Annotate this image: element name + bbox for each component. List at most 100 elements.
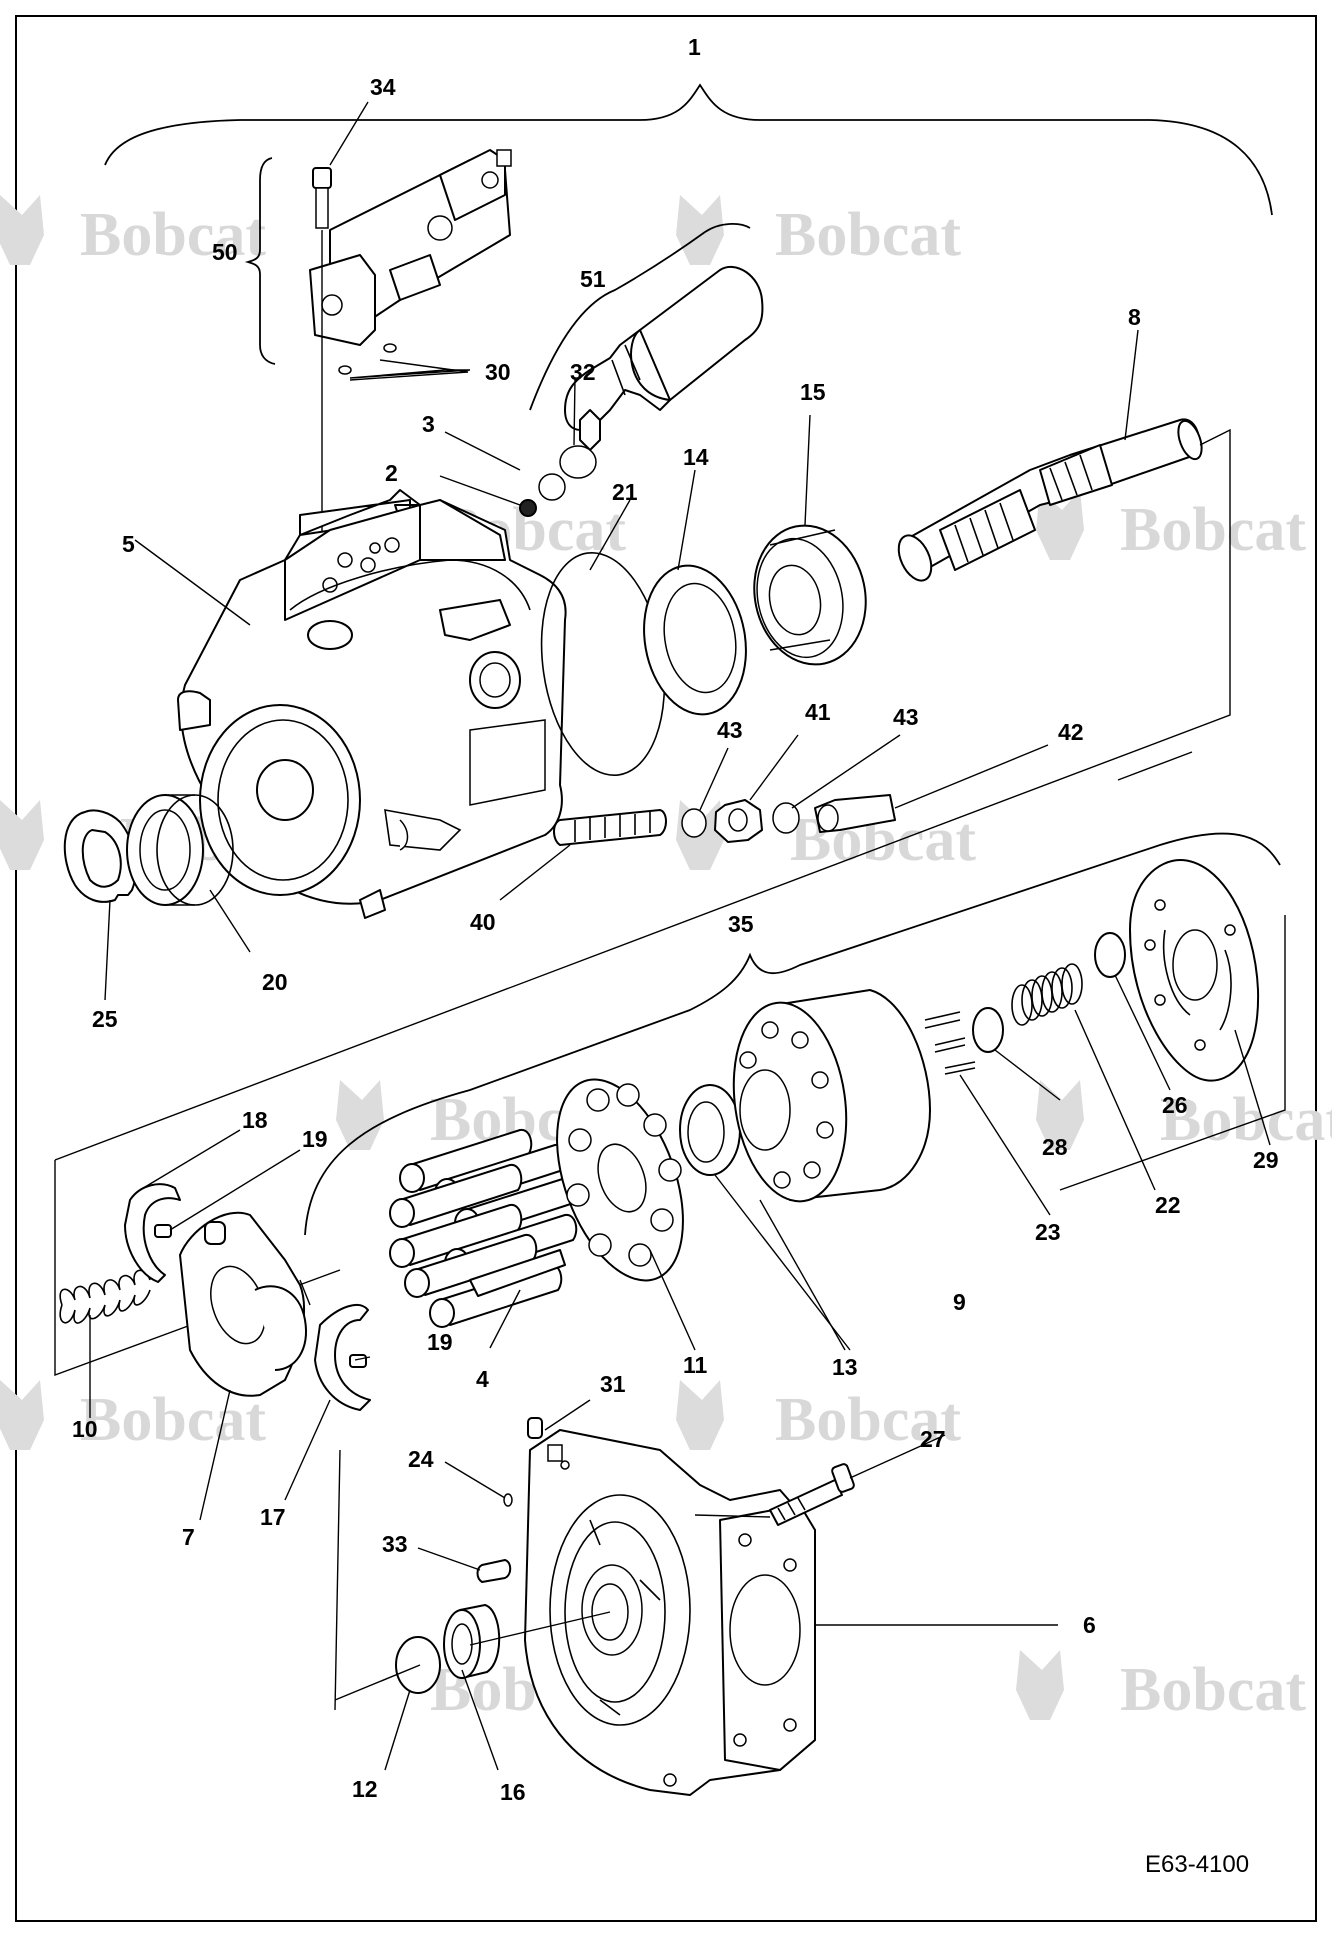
retainer-plate-11 (556, 1078, 684, 1282)
callout-12: 12 (352, 1776, 378, 1802)
watermark-text: Bobcat (775, 1386, 961, 1454)
brace-group-35 (304, 832, 1281, 1236)
callout-25: 25 (92, 1006, 118, 1032)
pin-31 (527, 1417, 543, 1439)
callout-10: 10 (72, 1416, 98, 1442)
fitting-42 (814, 794, 896, 833)
callout-9: 9 (953, 1289, 966, 1315)
callout-43a: 43 (717, 717, 743, 743)
bracket-group-51 (529, 223, 751, 411)
o-ring-43b (772, 802, 800, 834)
o-rings-30 (338, 343, 397, 375)
callout-1: 1 (688, 34, 701, 60)
page-border (15, 15, 1317, 1922)
callout-40: 40 (470, 909, 496, 935)
callout-51: 51 (580, 266, 606, 292)
callout-27: 27 (920, 1426, 946, 1452)
brace-group-1 (104, 83, 1273, 216)
callout-31: 31 (600, 1371, 626, 1397)
callout-14: 14 (683, 444, 709, 470)
callout-24: 24 (408, 1446, 434, 1472)
watermark-8: Bobcat (1036, 1080, 1332, 1154)
spring-22 (1011, 963, 1083, 1026)
watermark-9: Bobcat (0, 1380, 266, 1454)
pump-housing-5 (177, 489, 567, 919)
callout-21: 21 (612, 479, 638, 505)
cylinder-block-9 (732, 989, 931, 1203)
watermark-11: Bobcat (1016, 1650, 1306, 1724)
callout-13: 13 (832, 1354, 858, 1380)
watermark-text: Bobcat (1120, 1656, 1306, 1724)
callout-5: 5 (122, 531, 135, 557)
ring-12 (395, 1636, 441, 1694)
ball-guide-13 (679, 1084, 741, 1176)
bracket-group-50 (244, 157, 276, 365)
callouts: 1 34 50 51 30 32 8 15 3 14 2 21 5 41 43 … (72, 34, 1279, 1805)
ring-26 (1094, 932, 1126, 978)
callout-11: 11 (683, 1352, 708, 1378)
callout-3: 3 (422, 411, 435, 437)
callout-22: 22 (1155, 1192, 1181, 1218)
nut-41 (714, 799, 763, 843)
group-frame-lines (54, 428, 1286, 1711)
drive-shaft-8 (897, 418, 1203, 582)
callout-8: 8 (1128, 304, 1141, 330)
seal-20 (126, 794, 234, 906)
callout-30: 30 (485, 359, 511, 385)
callout-16: 16 (500, 1779, 526, 1805)
swashplate-7 (179, 1211, 307, 1397)
o-ring-32 (559, 445, 597, 479)
bearing-16 (443, 1604, 501, 1679)
watermark-text: Bobcat (80, 201, 266, 269)
callout-15: 15 (800, 379, 826, 405)
callout-26: 26 (1162, 1092, 1188, 1118)
callout-29: 29 (1253, 1147, 1279, 1173)
callout-43b: 43 (893, 704, 919, 730)
callout-6: 6 (1083, 1612, 1096, 1638)
retaining-ring-25 (63, 809, 137, 903)
watermark-10: Bobcat (676, 1380, 961, 1454)
callout-35: 35 (728, 911, 754, 937)
callout-23: 23 (1035, 1219, 1061, 1245)
ball-3 (538, 473, 566, 501)
o-ring-24 (503, 1493, 513, 1507)
screw-19-upper (154, 1224, 172, 1238)
callout-20: 20 (262, 969, 288, 995)
leader-lines (89, 101, 1271, 1771)
callout-33: 33 (382, 1531, 408, 1557)
watermark-text: Bobcat (775, 201, 961, 269)
callout-7: 7 (182, 1524, 195, 1550)
watermark-2: Bobcat (676, 195, 961, 269)
watermark-text: Bobcat (1120, 496, 1306, 564)
watermark-text: Bobcat (80, 1386, 266, 1454)
plug-2 (519, 499, 537, 517)
pins-23 (924, 1011, 976, 1075)
pin-33 (476, 1559, 512, 1583)
bearing-shell-17 (314, 1304, 371, 1411)
port-plate-29 (1129, 859, 1260, 1082)
port-head-6 (524, 1429, 816, 1796)
callout-17: 17 (260, 1504, 286, 1530)
callout-4: 4 (476, 1366, 489, 1392)
callout-50: 50 (212, 239, 238, 265)
callout-34: 34 (370, 74, 396, 100)
callout-2: 2 (385, 460, 398, 486)
stud-40 (553, 809, 667, 846)
callout-42: 42 (1058, 719, 1084, 745)
watermark-3: Bobcat (1036, 490, 1306, 564)
callout-28: 28 (1042, 1134, 1068, 1160)
o-ring-43a (681, 808, 707, 838)
diagram-code: E63-4100 (1145, 1851, 1249, 1878)
watermark-text: Bobcat (1160, 1086, 1332, 1154)
callout-32: 32 (570, 359, 596, 385)
sleeve-51 (564, 265, 764, 451)
seal-14 (643, 564, 747, 716)
spring-10 (59, 1269, 151, 1324)
control-valve-assembly (309, 149, 512, 346)
callout-41: 41 (805, 699, 831, 725)
bearing-shell-18 (124, 1183, 181, 1283)
watermark-1: Bobcat (0, 195, 266, 269)
pistons-4 (389, 1128, 588, 1328)
bolt-27 (694, 1463, 855, 1526)
